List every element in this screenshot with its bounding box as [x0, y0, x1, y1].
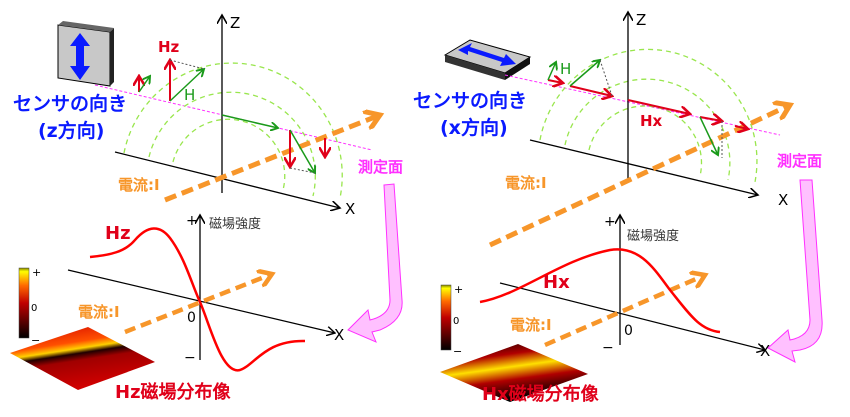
z-axis-label: Z: [230, 14, 240, 32]
graph-x-label: X: [760, 342, 770, 360]
hz-label: Hz: [158, 38, 180, 56]
field-vectors: [547, 60, 748, 158]
sensor-direction-value: (x方向): [440, 116, 508, 139]
colorbar-plus: +: [32, 266, 41, 279]
sensor-x: [443, 39, 532, 80]
z-axis-label: Z: [636, 11, 646, 29]
double-arrow-icon: [70, 33, 90, 80]
y-axis-label: 磁場強度: [209, 216, 261, 232]
sensor-direction-label: センサの向き: [413, 89, 527, 112]
plus-label: +: [604, 214, 616, 230]
colorbar: + 0 −: [440, 283, 463, 358]
field-vectors: [139, 60, 325, 173]
sensor-direction-value: (z方向): [38, 119, 104, 142]
y-axis-label: 磁場強度: [627, 228, 679, 244]
current-label: 電流:I: [505, 174, 547, 192]
sensor-z: [57, 21, 114, 87]
image-title: Hx磁場分布像: [482, 383, 600, 405]
hz-curve: [89, 227, 306, 372]
hx-label: Hx: [640, 112, 663, 130]
hz-graph: + 磁場強度 0 − X Hz 電流:I: [67, 213, 344, 372]
plus-label: +: [186, 213, 198, 229]
hx-graph: + 磁場強度 0 − X Hx 電流:I: [479, 214, 770, 360]
h-label: H: [184, 86, 195, 104]
current-label: 電流:I: [118, 176, 160, 194]
colorbar-zero: 0: [453, 316, 459, 327]
graph-curve-label: Hz: [105, 223, 131, 244]
pink-curved-arrow: [347, 183, 403, 343]
x-axis-label: X: [778, 191, 788, 209]
x-axis: [114, 151, 340, 208]
zero-label: 0: [187, 310, 196, 326]
minus-label: −: [184, 350, 196, 366]
colorbar-plus: +: [454, 283, 463, 296]
sensor-direction-label: センサの向き: [13, 92, 127, 115]
h-label: H: [560, 60, 571, 78]
measurement-plane-label: 測定面: [777, 152, 822, 170]
left-panel: Z X 電流:I Hz H センサの向き (z方向) 測定面 + 磁場強度 0 …: [10, 14, 403, 403]
graph-x-label: X: [334, 326, 344, 344]
hz-field-image: [10, 327, 155, 390]
right-panel: Z X 電流:I Hx H センサの向き (x方向) 測定面 + 磁場強度 0 …: [413, 11, 823, 405]
graph-curve-label: Hx: [543, 272, 570, 293]
x-axis-label: X: [345, 200, 355, 218]
colorbar-minus: −: [453, 345, 462, 358]
image-title: Hz磁場分布像: [115, 381, 232, 403]
minus-label: −: [602, 340, 614, 356]
hx-curve: [479, 248, 721, 334]
colorbar: + 0 −: [18, 266, 41, 347]
pink-curved-arrow: [767, 179, 823, 363]
zero-label: 0: [624, 323, 633, 339]
field-lines: [123, 62, 343, 199]
double-arrow-icon: [458, 43, 516, 66]
graph-current-label: 電流:I: [78, 303, 120, 321]
colorbar-minus: −: [31, 334, 40, 347]
current-arrow: [164, 115, 380, 203]
colorbar-zero: 0: [31, 303, 37, 314]
graph-current-label: 電流:I: [510, 316, 552, 334]
hx-field-image: [440, 344, 588, 402]
measurement-plane-label: 測定面: [358, 158, 403, 176]
field-lines: [539, 48, 758, 183]
